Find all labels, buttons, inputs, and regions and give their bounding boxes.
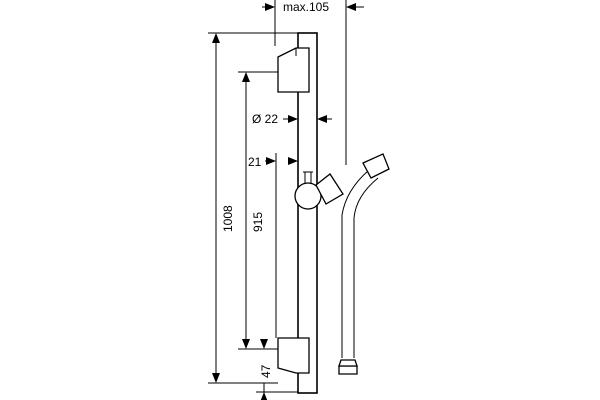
hose-nut-top — [362, 153, 390, 179]
label-overall-length: 1008 — [221, 205, 235, 232]
dim-offset: 21 — [248, 153, 298, 338]
dim-max-reach: max.105 — [262, 0, 364, 165]
bottom-wall-bracket — [277, 337, 310, 374]
label-offset: 21 — [248, 155, 262, 169]
label-bottom-offset: 47 — [259, 364, 273, 378]
hose-nut-bottom — [338, 365, 358, 375]
dim-diameter: Ø 22 — [252, 112, 332, 126]
dim-overall-length: 1008 — [208, 32, 298, 384]
rail-bar — [297, 32, 318, 394]
slider-holder — [294, 171, 344, 210]
slider-knob — [294, 182, 322, 210]
dim-bottom-offset: 47 — [256, 339, 298, 400]
dim-bracket-spacing: 915 — [238, 71, 278, 350]
top-wall-bracket — [277, 47, 310, 93]
label-max-reach: max.105 — [283, 0, 329, 14]
shower-hose — [338, 153, 390, 375]
label-bracket-spacing: 915 — [251, 212, 265, 232]
shower-rail — [297, 32, 318, 394]
label-diameter: Ø 22 — [252, 112, 278, 126]
